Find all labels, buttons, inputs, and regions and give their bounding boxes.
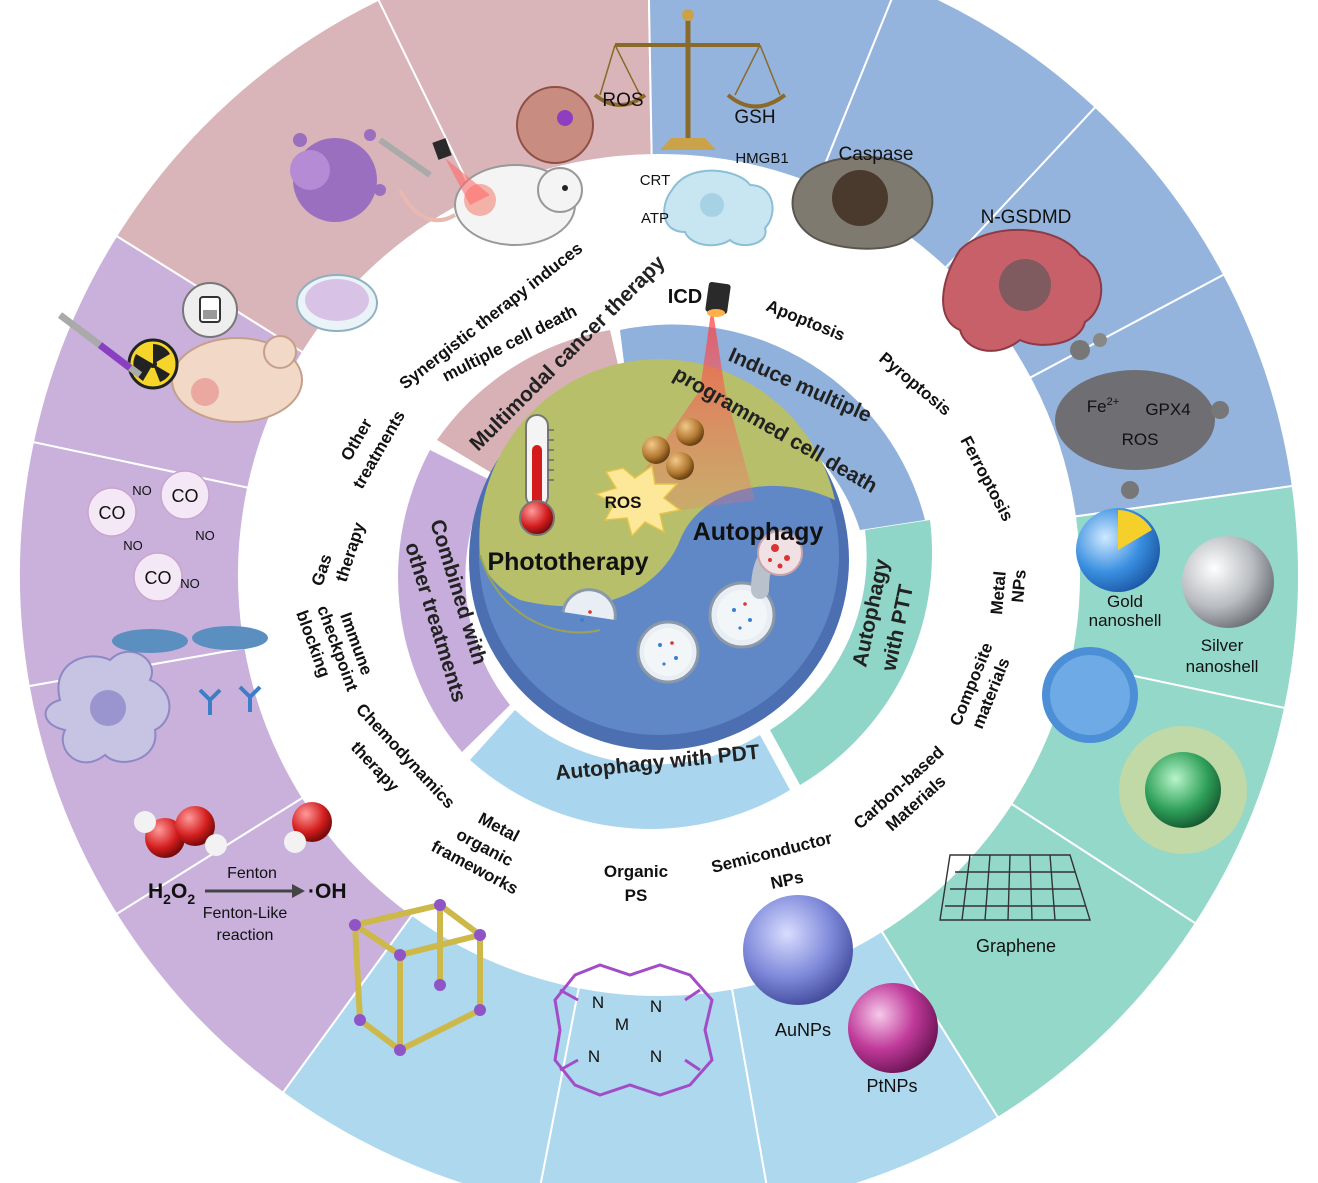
nanoparticle-icons bbox=[642, 418, 704, 480]
pyroptotic-cell-icon bbox=[942, 228, 1103, 352]
label-fe-base: Fe bbox=[1087, 397, 1107, 416]
graphene-sheet-icon bbox=[939, 854, 1091, 921]
antibody-icons bbox=[198, 685, 262, 715]
balance-scale-icon bbox=[593, 9, 787, 150]
label-fe-sup: 2+ bbox=[1107, 396, 1120, 408]
h2o2-sub1: 2 bbox=[163, 891, 171, 907]
label-ptnps: PtNPs bbox=[866, 1076, 917, 1096]
autophagosome-icons bbox=[561, 530, 803, 684]
syringe-icon bbox=[57, 312, 143, 378]
label-silver-1: Silver bbox=[1201, 636, 1244, 655]
label-n-4: N bbox=[650, 1047, 662, 1066]
label-hmgb1: HMGB1 bbox=[735, 150, 788, 167]
label-ngsdmd: N-GSDMD bbox=[981, 207, 1072, 228]
silver-nanoshell-icon bbox=[1182, 536, 1274, 628]
label-n-1: N bbox=[592, 993, 604, 1012]
label-no-1: NO bbox=[132, 483, 152, 498]
laser-rat-icon bbox=[432, 138, 490, 205]
band-ptt bbox=[770, 520, 933, 785]
label-h2o2: H2O2 bbox=[148, 880, 195, 907]
label-gold-1: Gold bbox=[1107, 592, 1143, 611]
label-n-2: N bbox=[650, 997, 662, 1016]
label-co-3: CO bbox=[145, 568, 172, 588]
h2o2-sub2: 2 bbox=[187, 891, 195, 907]
label-ros-scale: ROS bbox=[602, 90, 643, 111]
label-fe: Fe2+ bbox=[1087, 396, 1119, 416]
label-silver-2: nanoshell bbox=[1186, 657, 1259, 676]
apoptotic-cell-icon bbox=[791, 155, 934, 250]
label-crt: CRT bbox=[640, 172, 671, 189]
thermometer-icon bbox=[519, 414, 555, 536]
label-aunps: AuNPs bbox=[775, 1020, 831, 1040]
aunps-icon bbox=[743, 895, 853, 1005]
porphyrin-icon bbox=[553, 963, 714, 1097]
petri-dish-icon bbox=[296, 274, 378, 332]
label-ros-center: ROS bbox=[605, 493, 642, 512]
label-atp: ATP bbox=[641, 210, 669, 227]
h2o2-o: O bbox=[171, 880, 187, 903]
reaction-arrowhead-icon bbox=[292, 884, 305, 898]
gas-bubbles-icons bbox=[87, 470, 210, 602]
label-fenton-like-2: reaction bbox=[217, 927, 274, 944]
mouse-icon bbox=[171, 335, 303, 423]
outer-ring bbox=[18, 0, 1300, 1183]
band-combined bbox=[398, 450, 510, 752]
ros-burst-icon bbox=[594, 464, 682, 538]
icd-cell-icon bbox=[663, 169, 774, 247]
radiation-icon bbox=[127, 338, 179, 390]
label-n-3: N bbox=[588, 1047, 600, 1066]
label-gold-2: nanoshell bbox=[1089, 611, 1162, 630]
label-no-2: NO bbox=[123, 538, 143, 553]
label-caspase: Caspase bbox=[839, 144, 914, 165]
h2o2-h: H bbox=[148, 880, 163, 903]
label-m: M bbox=[615, 1015, 629, 1034]
label-fenton-like-1: Fenton-Like bbox=[203, 905, 288, 922]
label-organic-1: Organic bbox=[604, 862, 668, 881]
label-phototherapy: Phototherapy bbox=[487, 548, 648, 576]
cancer-cell-cluster-icon bbox=[290, 129, 386, 222]
label-graphene: Graphene bbox=[976, 936, 1056, 956]
ferroptosis-cluster-icon bbox=[1055, 333, 1229, 499]
laser-icon bbox=[610, 282, 755, 520]
label-metal-2: NPs bbox=[1008, 569, 1030, 604]
label-ros-ferro: ROS bbox=[1122, 430, 1159, 449]
label-autophagy: Autophagy bbox=[693, 518, 824, 546]
label-fenton: Fenton bbox=[227, 865, 277, 882]
label-gsh: GSH bbox=[734, 107, 775, 128]
label-metal-1: Metal bbox=[987, 570, 1010, 615]
ptnps-icon bbox=[848, 983, 938, 1073]
tumor-icon bbox=[516, 86, 594, 164]
gold-nanoshell-icon bbox=[1076, 508, 1160, 592]
label-gpx4: GPX4 bbox=[1145, 400, 1190, 419]
label-co-1: CO bbox=[99, 503, 126, 523]
water-molecule-icons bbox=[134, 802, 332, 858]
iv-bag-icon bbox=[182, 282, 238, 338]
band-pdt bbox=[470, 710, 790, 829]
label-organic-2: PS bbox=[625, 886, 648, 905]
syringe-2-icon bbox=[378, 137, 432, 178]
label-no-4: NO bbox=[180, 576, 200, 591]
label-co-2: CO bbox=[172, 486, 199, 506]
band-multimodal bbox=[437, 330, 625, 475]
spiky-particle-icon bbox=[1119, 726, 1247, 854]
composite-particle-icon bbox=[1042, 647, 1138, 743]
label-no-3: NO bbox=[195, 528, 215, 543]
label-icd: ICD bbox=[668, 286, 702, 308]
immune-cell-icon bbox=[44, 626, 268, 764]
label-oh: ·OH bbox=[308, 880, 347, 903]
mof-nodes bbox=[349, 899, 486, 1056]
